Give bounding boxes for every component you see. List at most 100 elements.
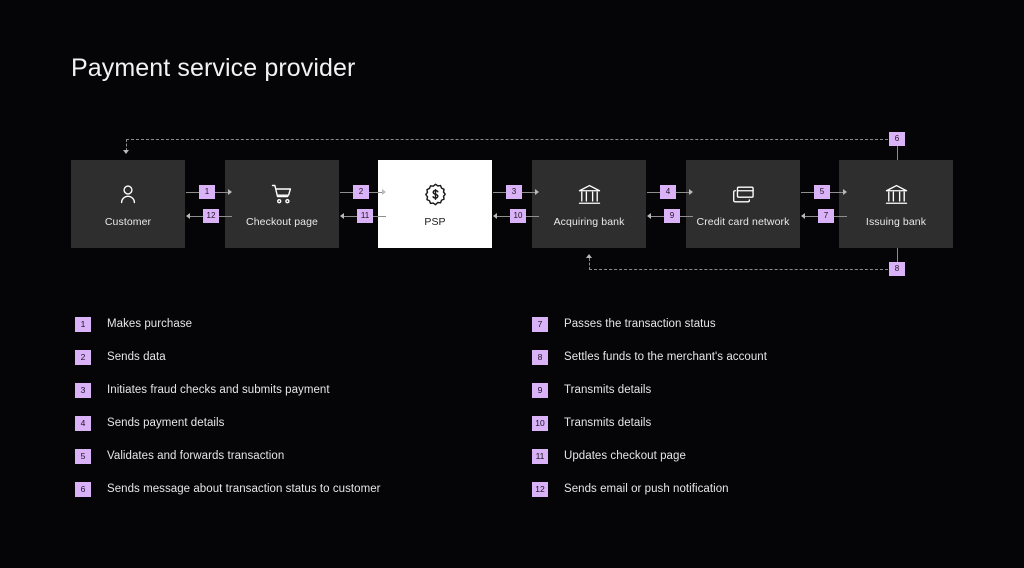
feedback-8-arrowhead <box>586 254 592 258</box>
connector-badge-12: 12 <box>203 209 219 223</box>
connector-line-segment <box>373 215 386 217</box>
dollar-badge-icon <box>421 180 449 208</box>
node-customer-label: Customer <box>104 216 152 229</box>
connector-line-segment <box>651 215 664 217</box>
legend-item: 2 Sends data <box>75 349 381 365</box>
node-acquiring-bank[interactable]: Acquiring bank <box>532 160 646 248</box>
node-credit-card-network[interactable]: Credit card network <box>686 160 800 248</box>
legend-column-right: 7 Passes the transaction status 8 Settle… <box>532 316 767 514</box>
connector-line-segment <box>830 191 843 193</box>
legend-label: Makes purchase <box>107 318 193 330</box>
legend-badge: 4 <box>75 415 91 431</box>
node-checkout-page[interactable]: Checkout page <box>225 160 339 248</box>
legend-item: 4 Sends payment details <box>75 415 381 431</box>
feedback-6-horizontal-line <box>126 139 898 140</box>
feedback-8-horizontal-line <box>589 269 898 270</box>
legend-label: Transmits details <box>564 384 652 396</box>
legend-item: 1 Makes purchase <box>75 316 381 332</box>
legend-label: Sends email or push notification <box>564 483 729 495</box>
legend-item: 7 Passes the transaction status <box>532 316 767 332</box>
node-psp-label: PSP <box>424 216 446 229</box>
bank-icon <box>575 180 603 208</box>
connector-line-segment <box>219 215 232 217</box>
connector-line-segment <box>801 191 814 193</box>
legend-item: 9 Transmits details <box>532 382 767 398</box>
connector-backward-10: 10 <box>493 209 539 223</box>
connector-line-segment <box>526 215 539 217</box>
connector-badge-3: 3 <box>506 185 522 199</box>
node-acquiring-bank-label: Acquiring bank <box>553 216 625 229</box>
connector-forward-3: 3 <box>493 185 539 199</box>
connector-badge-5: 5 <box>814 185 830 199</box>
legend-label: Initiates fraud checks and submits payme… <box>107 384 330 396</box>
legend-label: Sends data <box>107 351 166 363</box>
feedback-8-source-stub <box>897 248 898 262</box>
connector-badge-9: 9 <box>664 209 680 223</box>
legend-item: 11 Updates checkout page <box>532 448 767 464</box>
connector-line-segment <box>676 191 689 193</box>
legend-badge: 7 <box>532 316 548 332</box>
connector-badge-1: 1 <box>199 185 215 199</box>
connector-forward-5: 5 <box>801 185 847 199</box>
legend-badge: 5 <box>75 448 91 464</box>
node-issuing-bank-label: Issuing bank <box>865 216 927 229</box>
legend-label: Updates checkout page <box>564 450 686 462</box>
connector-line-segment <box>369 191 382 193</box>
node-checkout-page-label: Checkout page <box>246 216 318 229</box>
legend-item: 6 Sends message about transaction status… <box>75 481 381 497</box>
legend-badge: 9 <box>532 382 548 398</box>
node-credit-card-network-label: Credit card network <box>696 216 790 229</box>
feedback-6-badge: 6 <box>889 132 905 146</box>
legend-badge: 8 <box>532 349 548 365</box>
connector-line-segment <box>522 191 535 193</box>
node-psp[interactable]: PSP <box>378 160 492 248</box>
arrow-left-icon <box>340 213 344 219</box>
legend-item: 5 Validates and forwards transaction <box>75 448 381 464</box>
feedback-6-arrowhead <box>123 150 129 154</box>
person-icon <box>114 180 142 208</box>
arrow-left-icon <box>493 213 497 219</box>
connector-checkout-psp: 2 11 <box>340 160 386 248</box>
legend-badge: 2 <box>75 349 91 365</box>
connector-line-segment <box>834 215 847 217</box>
connector-line-segment <box>493 191 506 193</box>
shopping-cart-icon <box>268 180 296 208</box>
legend-label: Sends message about transaction status t… <box>107 483 381 495</box>
legend-label: Sends payment details <box>107 417 225 429</box>
legend-label: Validates and forwards transaction <box>107 450 285 462</box>
feedback-8-badge: 8 <box>889 262 905 276</box>
legend-badge: 6 <box>75 481 91 497</box>
arrow-left-icon <box>186 213 190 219</box>
connector-backward-12: 12 <box>186 209 232 223</box>
connector-line-segment <box>805 215 818 217</box>
legend-item: 3 Initiates fraud checks and submits pay… <box>75 382 381 398</box>
arrow-right-icon <box>689 189 693 195</box>
arrow-right-icon <box>535 189 539 195</box>
connector-line-segment <box>340 191 353 193</box>
connector-line-segment <box>215 191 228 193</box>
connector-customer-checkout: 1 12 <box>186 160 232 248</box>
legend-badge: 12 <box>532 481 548 497</box>
connector-psp-acquiring: 3 10 <box>493 160 539 248</box>
connector-line-segment <box>647 191 660 193</box>
connector-line-segment <box>190 215 203 217</box>
bank-icon <box>882 180 910 208</box>
legend-label: Transmits details <box>564 417 652 429</box>
connector-line-segment <box>680 215 693 217</box>
connector-backward-11: 11 <box>340 209 386 223</box>
connector-line-segment <box>497 215 510 217</box>
connector-forward-4: 4 <box>647 185 693 199</box>
legend-badge: 11 <box>532 448 548 464</box>
node-customer[interactable]: Customer <box>71 160 185 248</box>
legend-badge: 3 <box>75 382 91 398</box>
arrow-right-icon <box>843 189 847 195</box>
legend-badge: 10 <box>532 415 548 431</box>
legend-item: 8 Settles funds to the merchant's accoun… <box>532 349 767 365</box>
connector-badge-11: 11 <box>357 209 373 223</box>
feedback-6-vertical-drop <box>126 139 127 151</box>
credit-cards-icon <box>729 180 757 208</box>
legend-label: Passes the transaction status <box>564 318 716 330</box>
feedback-8-vertical-rise <box>589 258 590 270</box>
node-issuing-bank[interactable]: Issuing bank <box>839 160 953 248</box>
